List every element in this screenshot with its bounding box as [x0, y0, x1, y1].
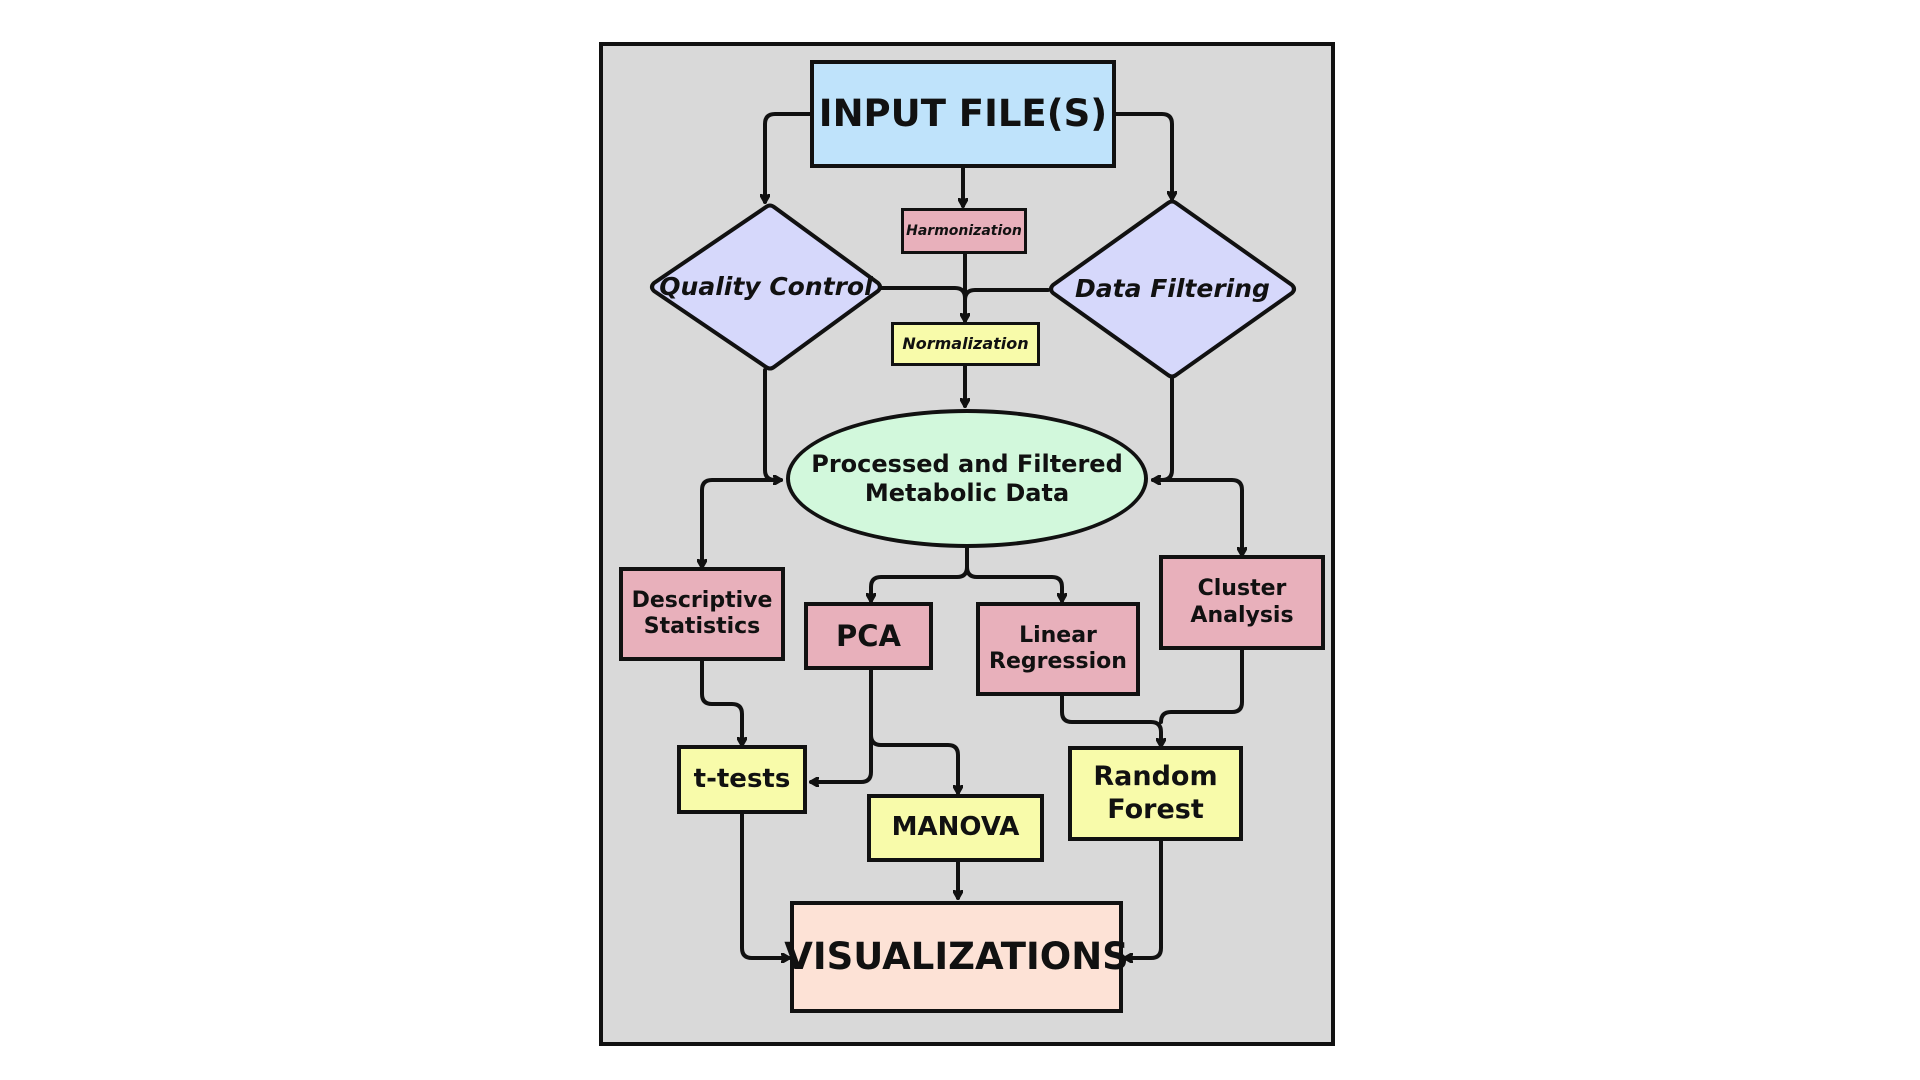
pca-node: PCA [804, 602, 933, 670]
processed-data-line-2: Metabolic Data [864, 478, 1070, 507]
linear-regression-line-1: Linear [1019, 622, 1097, 648]
edge-linear-random-forest [1060, 694, 1161, 748]
edge-pca-ttests [809, 668, 873, 782]
random-forest-node: Random Forest [1068, 746, 1243, 841]
edge-quality-control-processed [763, 368, 783, 480]
normalization-node: Normalization [891, 322, 1040, 366]
edge-random-forest-visualizations [1123, 839, 1163, 958]
quality-control-line-1: Quality [659, 272, 761, 302]
quality-control-line-2: Control [769, 272, 873, 302]
manova-label: MANOVA [891, 812, 1020, 843]
harmonization-node: Harmonization [901, 208, 1027, 254]
input-files-label: INPUT FILE(S) [818, 91, 1108, 135]
edge-ttests-visualizations [740, 812, 791, 958]
visualizations-node: VISUALIZATIONS [784, 901, 1129, 1013]
normalization-label: Normalization [902, 334, 1029, 354]
linear-regression-line-2: Regression [989, 649, 1127, 674]
edge-cluster-random-forest [1159, 648, 1244, 724]
manova-node: MANOVA [867, 794, 1044, 862]
edge-data-filtering-normalization [963, 288, 1050, 302]
data-filtering-line-2: Filtering [1150, 274, 1270, 304]
random-forest-line-1: Random [1093, 761, 1218, 793]
cluster-analysis-line-2: Analysis [1190, 602, 1294, 628]
quality-control-node: Quality Control [648, 203, 884, 371]
edge-processed-linear [965, 565, 1062, 603]
processed-data-node: Processed and Filtered Metabolic Data [786, 409, 1148, 548]
descriptive-statistics-line-1: Descriptive [631, 587, 773, 613]
visualizations-label: VISUALIZATIONS [784, 934, 1129, 978]
data-filtering-diamond [1049, 199, 1296, 379]
input-files-node: INPUT FILE(S) [810, 60, 1116, 168]
linear-regression-node: Linear Regression [976, 602, 1140, 696]
pca-label: PCA [836, 618, 901, 653]
edge-data-filtering-processed [1151, 374, 1174, 480]
edge-pca-manova [869, 733, 958, 795]
edge-processed-pca [871, 544, 969, 603]
edge-input-quality-control [765, 112, 812, 204]
edge-input-data-filtering [1114, 112, 1172, 201]
cluster-analysis-node: Cluster Analysis [1159, 555, 1325, 650]
quality-control-diamond [650, 203, 882, 371]
ttests-node: t-tests [677, 745, 807, 814]
random-forest-line-2: Forest [1107, 793, 1204, 825]
data-filtering-line-1: Data [1075, 274, 1142, 304]
ttests-label: t-tests [693, 763, 791, 794]
descriptive-statistics-node: Descriptive Statistics [619, 567, 785, 661]
cluster-analysis-line-1: Cluster [1197, 576, 1287, 602]
edge-processed-cluster [1151, 478, 1242, 557]
data-filtering-text: Data Filtering [1047, 199, 1298, 379]
descriptive-statistics-line-2: Statistics [643, 614, 761, 639]
quality-control-text: Quality Control [648, 203, 884, 371]
harmonization-label: Harmonization [906, 222, 1022, 239]
data-filtering-node: Data Filtering [1047, 199, 1298, 379]
edge-descriptive-ttests [700, 659, 742, 747]
edge-processed-descriptive [702, 478, 783, 569]
processed-data-line-1: Processed and Filtered [811, 449, 1123, 478]
edge-quality-control-normalization [879, 286, 967, 300]
